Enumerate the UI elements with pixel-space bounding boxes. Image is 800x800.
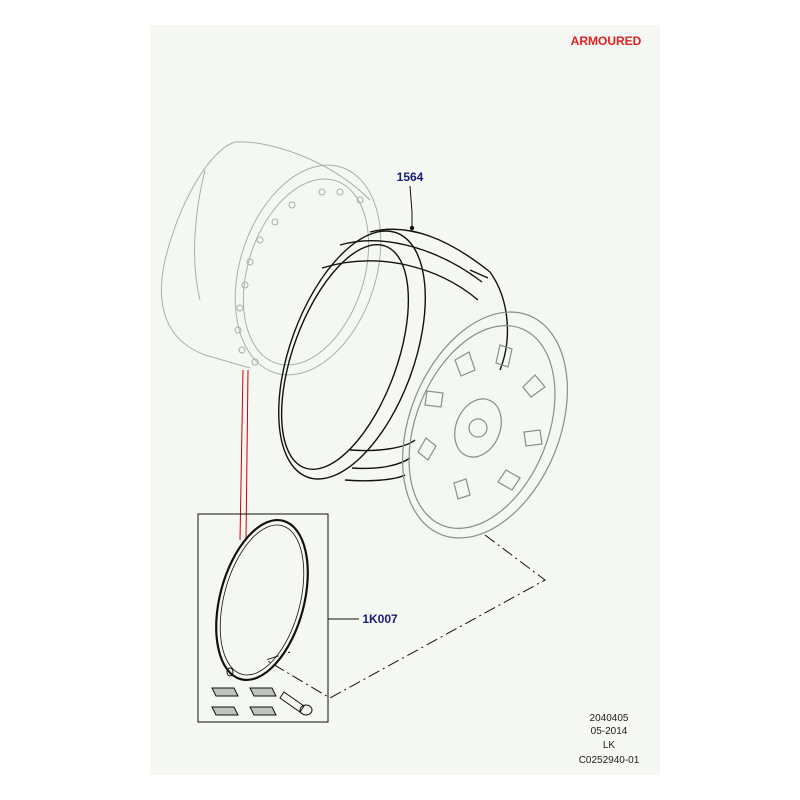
- wheel-rim-ghost-icon: [160, 141, 382, 376]
- bolt-icon: [279, 691, 313, 716]
- diagram-sheet: [150, 25, 660, 775]
- red-leader-lines: [239, 369, 249, 541]
- footer-date: 05-2014: [591, 726, 628, 737]
- footer-reference: 2040405: [590, 713, 629, 724]
- o-ring-seal-icon: [215, 518, 309, 682]
- footer-illustration-id: C0252940-01: [579, 755, 640, 766]
- callout-tyre-part-number: 1564: [397, 170, 424, 184]
- footer-code: LK: [603, 740, 616, 751]
- callout-seal-kit-part-number: 1K007: [362, 612, 398, 626]
- variant-label: ARMOURED: [571, 34, 642, 48]
- seal-kit-box: [197, 513, 329, 723]
- small-o-ring-icon: [226, 667, 234, 677]
- assembly-centerline: [264, 534, 546, 699]
- wheel-disc-icon: [402, 311, 568, 539]
- callout-tyre-leader: [409, 185, 413, 213]
- run-flat-tyre-insert-icon: [278, 212, 509, 482]
- wheel-nut-icon: [211, 687, 277, 716]
